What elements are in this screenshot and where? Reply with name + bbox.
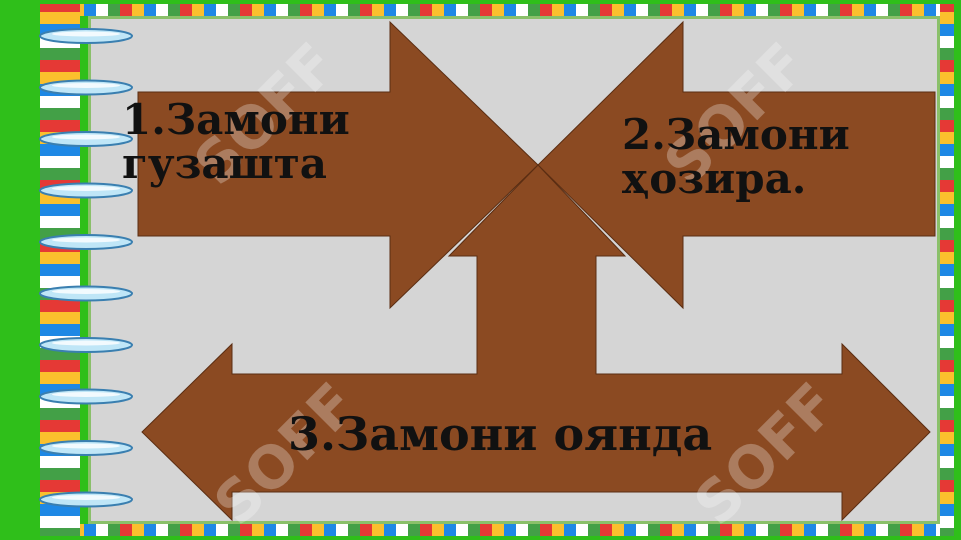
spiral-ring-highlight <box>52 186 120 191</box>
spiral-binding-icon <box>39 28 133 508</box>
arrow-past <box>137 20 539 310</box>
spiral-ring-highlight <box>52 443 120 449</box>
label-past-text: 1.Замони гузашта <box>122 95 350 189</box>
spiral-ring-highlight <box>52 31 120 37</box>
spiral-ring-highlight <box>52 134 120 140</box>
spiral-ring-highlight <box>52 289 120 294</box>
spiral-ring-highlight <box>52 392 120 397</box>
spiral-ring-highlight <box>52 340 120 346</box>
spiral-ring-highlight <box>52 83 120 88</box>
arrow-future <box>141 164 931 522</box>
arrow-present <box>537 20 936 310</box>
label-present: 2.Замони ҳозира. <box>622 110 850 204</box>
label-past: 1.Замони гузашта <box>122 95 350 189</box>
label-present-text: 2.Замони ҳозира. <box>622 110 850 204</box>
label-future: 3.Замони оянда <box>288 407 713 461</box>
spiral-ring-highlight <box>52 495 120 500</box>
spiral-ring-highlight <box>52 237 120 243</box>
